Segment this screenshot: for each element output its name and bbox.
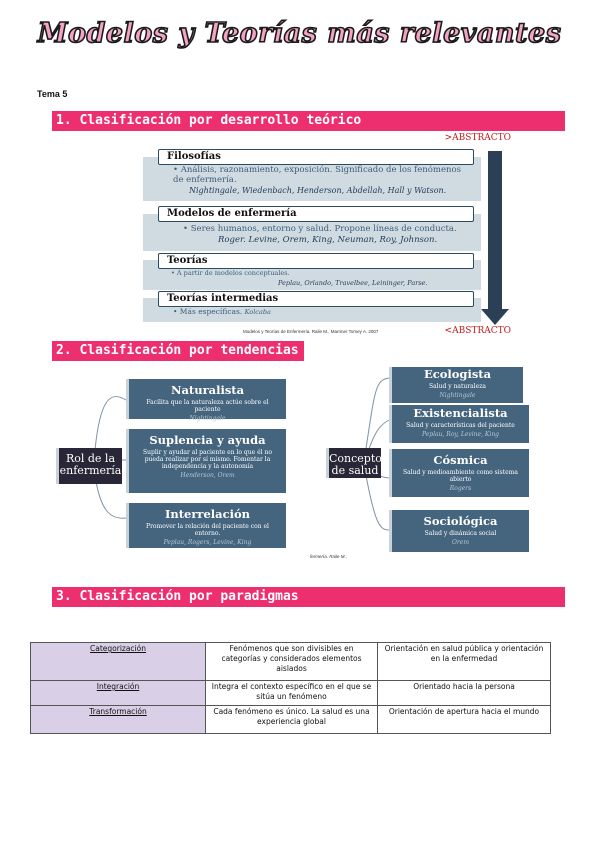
box-description: Salud y dinámica social (424, 530, 497, 537)
paradigm-description: Fenómenos que son divisibles en categorí… (205, 642, 378, 681)
box-description: Promover la relación del paciente con el… (146, 523, 269, 537)
table-row: Categorización Fenómenos que son divisib… (30, 642, 551, 681)
row-title: Teorías intermedias (158, 291, 474, 307)
box-authors: Nightingale (189, 415, 226, 422)
page-title: Modelos y Teorías más relevantes (37, 17, 562, 50)
less-abstract-label: <ABSTRACTO (444, 326, 511, 336)
row-authors: Peplau, Orlando, Travelbee, Leininger, P… (278, 279, 428, 287)
section1-heading: 1. Clasificación por desarrollo teórico (52, 111, 565, 131)
row-title: Teorías (158, 253, 474, 269)
box-authors: Peplau, Rogers, Levine, King (163, 539, 252, 546)
more-abstract-label: >ABSTRACTO (444, 133, 511, 143)
box-description: Facilita que la naturaleza actúe sobre e… (146, 399, 269, 413)
row-authors: Kolcaba (244, 308, 271, 316)
paradigm-description: Integra el contexto específico en el que… (205, 680, 378, 706)
citation: Modelos y Teorías de Enfermería. Raile M… (243, 329, 379, 334)
row-description: • Seres humanos, entorno y salud. Propon… (183, 224, 457, 234)
ecologista-box: Ecologista Salud y naturaleza Nightingal… (389, 367, 523, 403)
row-title: Filosofías (158, 149, 474, 165)
abstraction-arrow-shaft (488, 151, 502, 311)
row-description: • Análisis, razonamiento, exposición. Si… (173, 165, 461, 185)
row-authors: Nightingale, Wiedenbach, Henderson, Abde… (189, 186, 447, 195)
row-description: • Más específicas. Kolcaba (173, 307, 271, 316)
box-authors: Henderson, Orem (180, 472, 235, 479)
citation: fermería. Raile M., (310, 554, 348, 559)
box-description: Salud y naturaleza (429, 383, 486, 390)
sociologica-box: Sociológica Salud y dinámica social Orem (389, 510, 529, 552)
box-description: Salud y medioambiente como sistema abier… (403, 469, 518, 483)
interrelacion-box: Interrelación Promover la relación del p… (126, 503, 286, 548)
box-description: Salud y características del paciente (406, 422, 515, 429)
box-title: Suplencia y ayuda (149, 433, 266, 447)
nursing-role-root: Rol de la enfermería (56, 448, 122, 484)
box-title: Existencialista (413, 406, 508, 420)
paradigm-orientation: Orientado hacia la persona (377, 680, 551, 706)
box-authors: Rogers (449, 485, 472, 492)
paradigm-orientation: Orientación de apertura hacia el mundo (377, 705, 551, 734)
down-arrow-icon (481, 309, 509, 325)
paradigm-name: Integración (30, 680, 206, 706)
existencialista-box: Existencialista Salud y características … (389, 405, 529, 443)
suplencia-box: Suplencia y ayuda Suplir y ayudar al pac… (126, 429, 286, 493)
box-title: Interrelación (164, 507, 251, 521)
row-title: Modelos de enfermería (158, 206, 474, 222)
table-row: Transformación Cada fenómeno es único. L… (30, 705, 551, 734)
box-authors: Nightingale (439, 392, 476, 399)
section3-heading: 3. Clasificación por paradigmas (52, 587, 565, 607)
box-authors: Peplau, Roy, Levine, King (421, 431, 500, 438)
cosmica-box: Cósmica Salud y medioambiente como siste… (389, 449, 529, 497)
health-concept-root: Concepto de salud (326, 448, 382, 478)
box-description: Suplir y ayudar al paciente en lo que él… (143, 449, 272, 470)
paradigm-name: Transformación (30, 705, 206, 734)
topic-label: Tema 5 (37, 89, 68, 99)
paradigm-description: Cada fenómeno es único. La salud es una … (205, 705, 378, 734)
paradigm-orientation: Orientación en salud pública y orientaci… (377, 642, 551, 681)
table-row: Integración Integra el contexto específi… (30, 680, 551, 706)
paradigm-name: Categorización (30, 642, 206, 681)
box-authors: Orem (451, 539, 470, 546)
paradigms-table: Categorización Fenómenos que son divisib… (30, 642, 551, 734)
box-title: Naturalista (170, 383, 245, 397)
naturalista-box: Naturalista Facilita que la naturaleza a… (126, 379, 286, 422)
box-title: Cósmica (433, 453, 488, 467)
box-title: Sociológica (423, 514, 498, 528)
section2-heading: 2. Clasificación por tendencias (52, 341, 304, 361)
row-authors: Roger. Levine, Orem, King, Neuman, Roy, … (218, 235, 438, 245)
theory-development-diagram: >ABSTRACTO Filosofías • Análisis, razona… (143, 133, 511, 343)
row-description: • A partir de modelos conceptuales. (171, 269, 290, 277)
box-title: Ecologista (423, 367, 492, 381)
